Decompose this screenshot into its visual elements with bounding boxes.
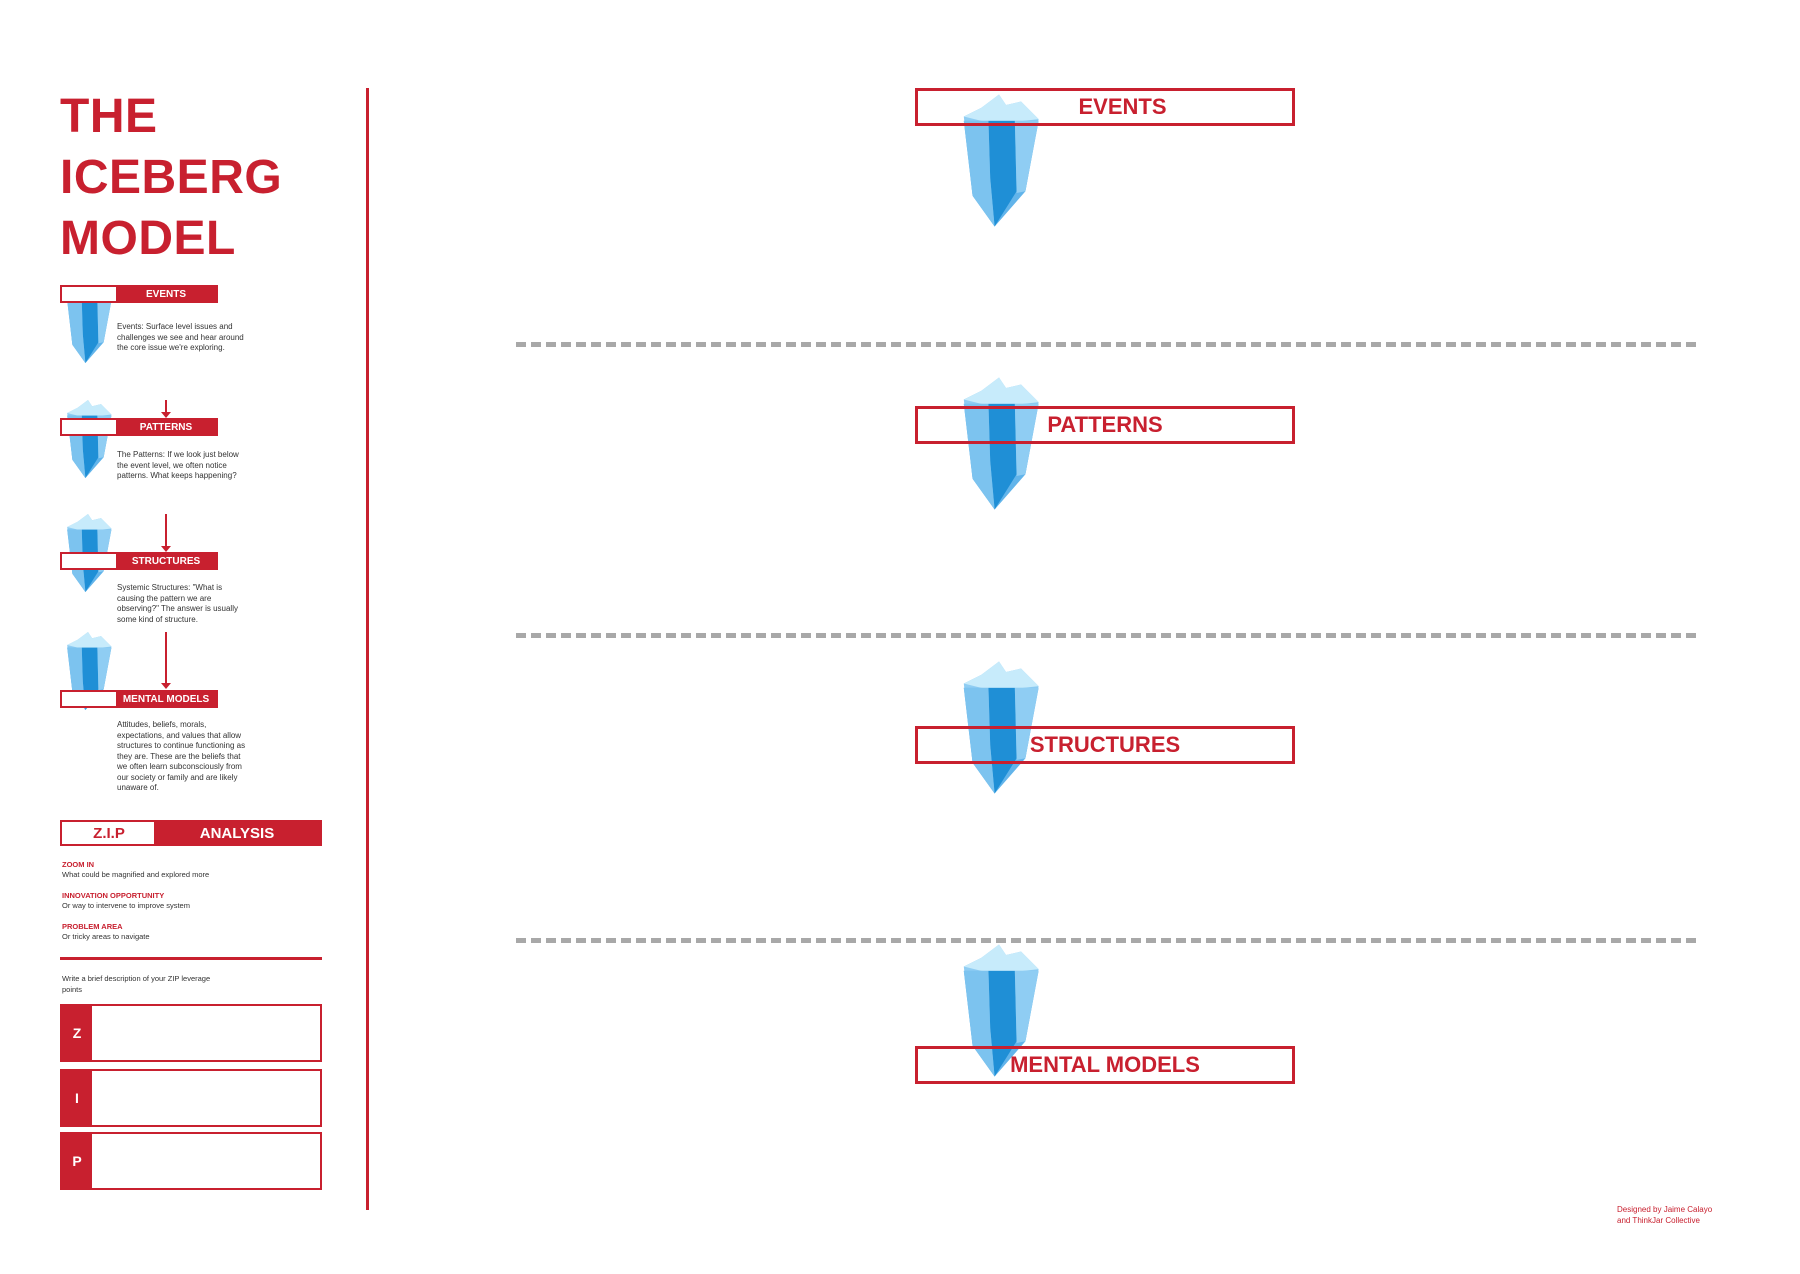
legend-desc: Systemic Structures: "What is causing th… (117, 583, 238, 624)
credit-line-2: and ThinkJar Collective (1617, 1216, 1701, 1225)
arrow-icon (161, 400, 171, 418)
level-label-patterns: PATTERNS (1047, 412, 1163, 437)
credit: Designed by Jaime Calayo and ThinkJar Co… (1617, 1204, 1712, 1226)
legend-label: MENTAL MODELS (116, 692, 216, 706)
zip-box-key: I (62, 1071, 92, 1125)
level-label-mental-models: MENTAL MODELS (1010, 1052, 1200, 1077)
zip-label: Z.I.P (93, 824, 125, 842)
legend-desc: The Patterns: If we look just below the … (117, 450, 239, 480)
zip-item-desc: Or way to intervene to improve system (62, 901, 190, 910)
zip-write-prompt: Write a brief description of your ZIP le… (62, 974, 211, 994)
zip-p-input[interactable] (92, 1134, 320, 1188)
legend-bar: MENTAL MODELS (60, 690, 218, 708)
legend-bar: EVENTS (60, 285, 218, 303)
analysis-label: ANALYSIS (154, 822, 320, 844)
vertical-divider (366, 88, 369, 1210)
legend-desc: Events: Surface level issues and challen… (117, 322, 244, 352)
legend-label: PATTERNS (116, 420, 216, 434)
legend-events: EVENTS Events: Surface level issues and … (60, 285, 244, 365)
legend-bar: STRUCTURES (60, 552, 218, 570)
arrow-icon (161, 514, 171, 552)
legend-label: EVENTS (116, 287, 216, 301)
zip-z-input[interactable] (92, 1006, 320, 1060)
level-box-mental-models (915, 1046, 1295, 1084)
title-line-3: MODEL (60, 212, 236, 265)
legend-bar: PATTERNS (60, 418, 218, 436)
zip-item-desc: What could be magnified and explored mor… (62, 870, 210, 879)
zip-analysis-header: Z.I.P ANALYSIS (60, 820, 322, 846)
divider (60, 957, 322, 960)
title-line-1: THE (60, 90, 158, 143)
legend-patterns: PATTERNS The Patterns: If we look just b… (60, 400, 240, 490)
arrow-icon (161, 632, 171, 689)
legend-mental-models: MENTAL MODELS Attitudes, beliefs, morals… (60, 632, 245, 792)
level-box-patterns (915, 406, 1295, 444)
zip-box-p: P (60, 1132, 322, 1190)
zip-item-desc: Or tricky areas to navigate (62, 932, 150, 941)
legend-desc: Attitudes, beliefs, morals, expectations… (117, 720, 246, 792)
legend-structures: STRUCTURES Systemic Structures: "What is… (60, 514, 240, 624)
zip-item-title: INNOVATION OPPORTUNITY (62, 891, 165, 900)
iceberg-icon (62, 400, 114, 478)
level-box-events (915, 88, 1295, 126)
zip-box-z: Z (60, 1004, 322, 1062)
zip-box-i: I (60, 1069, 322, 1127)
zip-box-key: Z (62, 1006, 92, 1060)
dashed-divider (516, 633, 1696, 638)
zip-box-key: P (62, 1134, 92, 1188)
title-line-2: ICEBERG (60, 151, 283, 204)
zip-i-input[interactable] (92, 1071, 320, 1125)
zip-item-title: ZOOM IN (62, 860, 95, 869)
level-label-structures: STRUCTURES (1029, 732, 1181, 757)
level-box-structures (915, 726, 1295, 764)
legend-label: STRUCTURES (116, 554, 216, 568)
credit-line-1: Designed by Jaime Calayo (1617, 1205, 1713, 1214)
dashed-divider (516, 342, 1696, 347)
level-label-events: EVENTS (1078, 94, 1167, 119)
zip-item-title: PROBLEM AREA (62, 922, 123, 931)
dashed-divider (516, 938, 1696, 943)
